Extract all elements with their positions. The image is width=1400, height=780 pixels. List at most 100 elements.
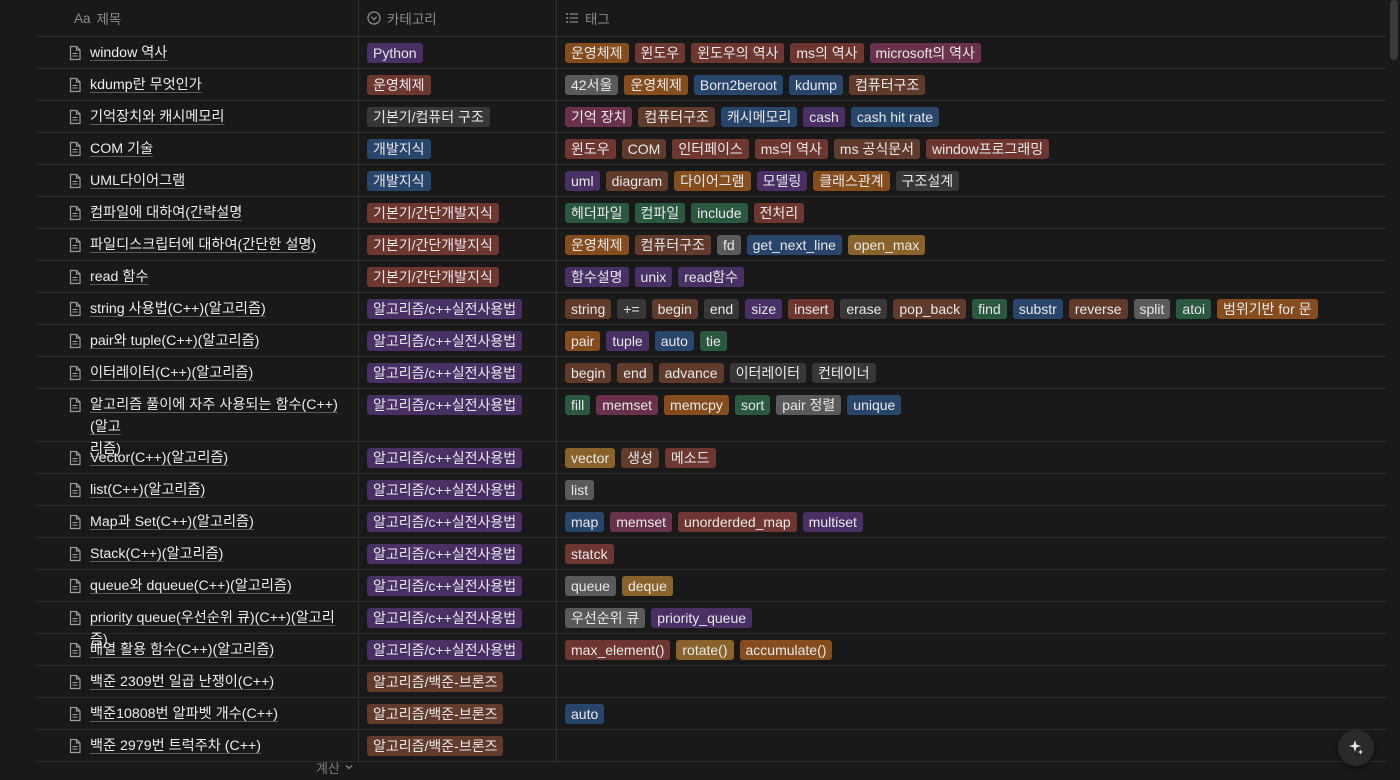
category-cell[interactable]: 알고리즘/백준-브론즈	[359, 666, 557, 697]
page-title-link[interactable]: 기억장치와 캐시메모리	[90, 109, 225, 125]
category-cell[interactable]: 알고리즘/c++실전사용법	[359, 538, 557, 569]
page-title-link[interactable]: 파일디스크립터에 대하여(간단한 설명)	[90, 237, 317, 253]
title-cell[interactable]: window 역사	[36, 37, 359, 68]
table-row[interactable]: 백준 2309번 일곱 난쟁이(C++) 알고리즘/백준-브론즈	[36, 666, 1386, 698]
title-cell[interactable]: 백준 2309번 일곱 난쟁이(C++)	[36, 666, 359, 697]
title-cell[interactable]: 컴파일에 대하여(간략설명	[36, 197, 359, 228]
page-title-link[interactable]: 백준10808번 알파벳 개수(C++)	[90, 706, 279, 722]
tags-cell[interactable]: list	[557, 474, 1386, 505]
title-cell[interactable]: Map과 Set(C++)(알고리즘)	[36, 506, 359, 537]
category-cell[interactable]: 알고리즘/c++실전사용법	[359, 506, 557, 537]
category-cell[interactable]: 알고리즘/c++실전사용법	[359, 602, 557, 633]
category-cell[interactable]: 알고리즘/c++실전사용법	[359, 442, 557, 473]
title-cell[interactable]: Stack(C++)(알고리즘)	[36, 538, 359, 569]
title-cell[interactable]: Vector(C++)(알고리즘)	[36, 442, 359, 473]
title-cell[interactable]: 이터레이터(C++)(알고리즘)	[36, 357, 359, 388]
tags-cell[interactable]: max_element()rotate()accumulate()	[557, 634, 1386, 665]
column-header-category[interactable]: 카테고리	[359, 0, 557, 36]
column-header-title[interactable]: Aa 제목	[36, 0, 359, 36]
tags-cell[interactable]	[557, 666, 1386, 697]
page-title-link[interactable]: 컴파일에 대하여(간략설명	[90, 205, 243, 221]
table-row[interactable]: priority queue(우선순위 큐)(C++)(알고리즘) 알고리즘/c+…	[36, 602, 1386, 648]
page-title-link[interactable]: pair와 tuple(C++)(알고리즘)	[90, 333, 260, 349]
tags-cell[interactable]: statck	[557, 538, 1386, 569]
title-cell[interactable]: 배열 활용 함수(C++)(알고리즘)	[36, 634, 359, 665]
page-title-link[interactable]: Vector(C++)(알고리즘)	[90, 450, 229, 466]
page-title-link[interactable]: COM 기술	[90, 141, 154, 157]
page-title-link[interactable]: UML다이어그램	[90, 173, 186, 189]
category-cell[interactable]: 알고리즘/c++실전사용법	[359, 357, 557, 388]
title-cell[interactable]: queue와 dqueue(C++)(알고리즘)	[36, 570, 359, 601]
category-cell[interactable]: 기본기/간단개발지식	[359, 197, 557, 228]
page-title-link[interactable]: Stack(C++)(알고리즘)	[90, 546, 224, 562]
category-cell[interactable]: 기본기/간단개발지식	[359, 229, 557, 260]
title-cell[interactable]: kdump란 무엇인가	[36, 69, 359, 100]
category-cell[interactable]: 알고리즘/c++실전사용법	[359, 474, 557, 505]
page-title-link[interactable]: 백준 2309번 일곱 난쟁이(C++)	[90, 674, 275, 690]
page-title-link[interactable]: read 함수	[90, 269, 149, 285]
title-cell[interactable]: COM 기술	[36, 133, 359, 164]
category-cell[interactable]: 알고리즘/c++실전사용법	[359, 293, 557, 324]
ai-assistant-button[interactable]	[1338, 730, 1374, 766]
title-cell[interactable]: string 사용법(C++)(알고리즘)	[36, 293, 359, 324]
page-title-link[interactable]: kdump란 무엇인가	[90, 77, 202, 93]
page-title-link[interactable]: 백준 2979번 트럭주차 (C++)	[90, 738, 262, 754]
title-cell[interactable]: UML다이어그램	[36, 165, 359, 196]
category-cell[interactable]: 알고리즘/c++실전사용법	[359, 570, 557, 601]
page-title-link[interactable]: Map과 Set(C++)(알고리즘)	[90, 514, 254, 530]
title-cell[interactable]: 기억장치와 캐시메모리	[36, 101, 359, 132]
category-cell[interactable]: 개발지식	[359, 133, 557, 164]
column-header-tags[interactable]: 태그	[557, 0, 1386, 36]
page-title-link[interactable]: 이터레이터(C++)(알고리즘)	[90, 365, 254, 381]
page-title-link[interactable]: priority queue(우선순위 큐)(C++)(알고리즘)	[90, 610, 335, 648]
category-cell[interactable]: 기본기/컴퓨터 구조	[359, 101, 557, 132]
category-cell[interactable]: 개발지식	[359, 165, 557, 196]
title-cell[interactable]: priority queue(우선순위 큐)(C++)(알고리즘)	[36, 602, 359, 648]
category-cell[interactable]: 기본기/간단개발지식	[359, 261, 557, 292]
title-cell[interactable]: read 함수	[36, 261, 359, 292]
title-cell[interactable]: 백준 2979번 트럭주차 (C++)	[36, 730, 359, 761]
page-title-link[interactable]: window 역사	[90, 45, 168, 61]
category-cell[interactable]: Python	[359, 37, 557, 68]
title-cell[interactable]: 백준10808번 알파벳 개수(C++)	[36, 698, 359, 729]
category-cell[interactable]: 알고리즘/백준-브론즈	[359, 730, 557, 761]
category-cell[interactable]: 알고리즘/c++실전사용법	[359, 634, 557, 665]
vertical-scrollbar[interactable]	[1390, 0, 1398, 60]
category-cell[interactable]: 알고리즘/c++실전사용법	[359, 389, 557, 441]
page-title-link[interactable]: 배열 활용 함수(C++)(알고리즘)	[90, 642, 275, 658]
